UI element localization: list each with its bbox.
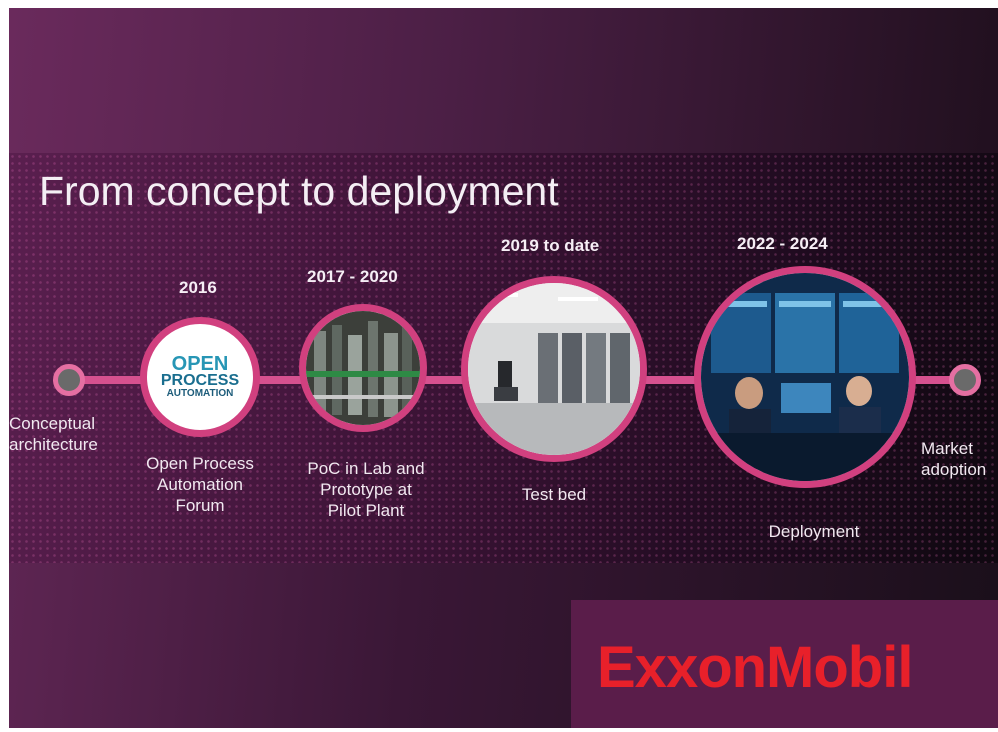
label-line: Prototype at — [320, 480, 412, 499]
pilot-plant-photo — [306, 311, 420, 425]
milestone-year-2019: 2019 to date — [501, 236, 600, 255]
test-bed-photo — [468, 283, 640, 455]
label-line: Open Process — [146, 454, 254, 473]
milestone-opaf-circle: OPEN PROCESS AUTOMATION — [140, 317, 260, 437]
milestone-year-2022-2024: 2022 - 2024 — [737, 234, 828, 253]
open-process-automation-logo: OPEN PROCESS AUTOMATION — [160, 353, 240, 399]
milestone-year-2016: 2016 — [179, 278, 217, 297]
milestone-label-conceptual: Conceptual architecture — [9, 413, 98, 455]
label-line: Market — [921, 439, 973, 458]
control-room-photo — [701, 273, 909, 481]
label-line: Conceptual — [9, 414, 96, 433]
milestone-deployment-circle — [694, 266, 916, 488]
start-node-icon — [53, 364, 85, 396]
slide-title: From concept to deployment — [39, 168, 559, 214]
top-band — [9, 8, 998, 153]
label-line: Automation — [157, 475, 243, 494]
slide: From concept to deployment Conceptual ar… — [9, 8, 998, 728]
milestone-label-opaf: Open Process Automation Forum — [125, 453, 275, 516]
label-line: Pilot Plant — [327, 501, 405, 520]
milestone-label-deployment: Deployment — [739, 521, 889, 542]
end-node-icon — [949, 364, 981, 396]
label-line: architecture — [9, 435, 98, 454]
brand-box — [571, 600, 998, 728]
label-line: Deployment — [768, 522, 860, 541]
milestone-poc-circle — [299, 304, 427, 432]
exxonmobil-logo: ExxonMobil — [597, 635, 913, 700]
label-line: Test bed — [521, 485, 587, 504]
milestone-year-2017-2020: 2017 - 2020 — [307, 267, 398, 286]
milestone-label-testbed: Test bed — [479, 484, 629, 505]
label-line: PoC in Lab and — [307, 459, 425, 478]
milestone-testbed-circle — [461, 276, 647, 462]
milestone-label-poc: PoC in Lab and Prototype at Pilot Plant — [291, 458, 441, 521]
milestone-label-market: Market adoption — [921, 438, 986, 480]
label-line: Forum — [175, 496, 225, 515]
label-line: adoption — [921, 460, 987, 479]
